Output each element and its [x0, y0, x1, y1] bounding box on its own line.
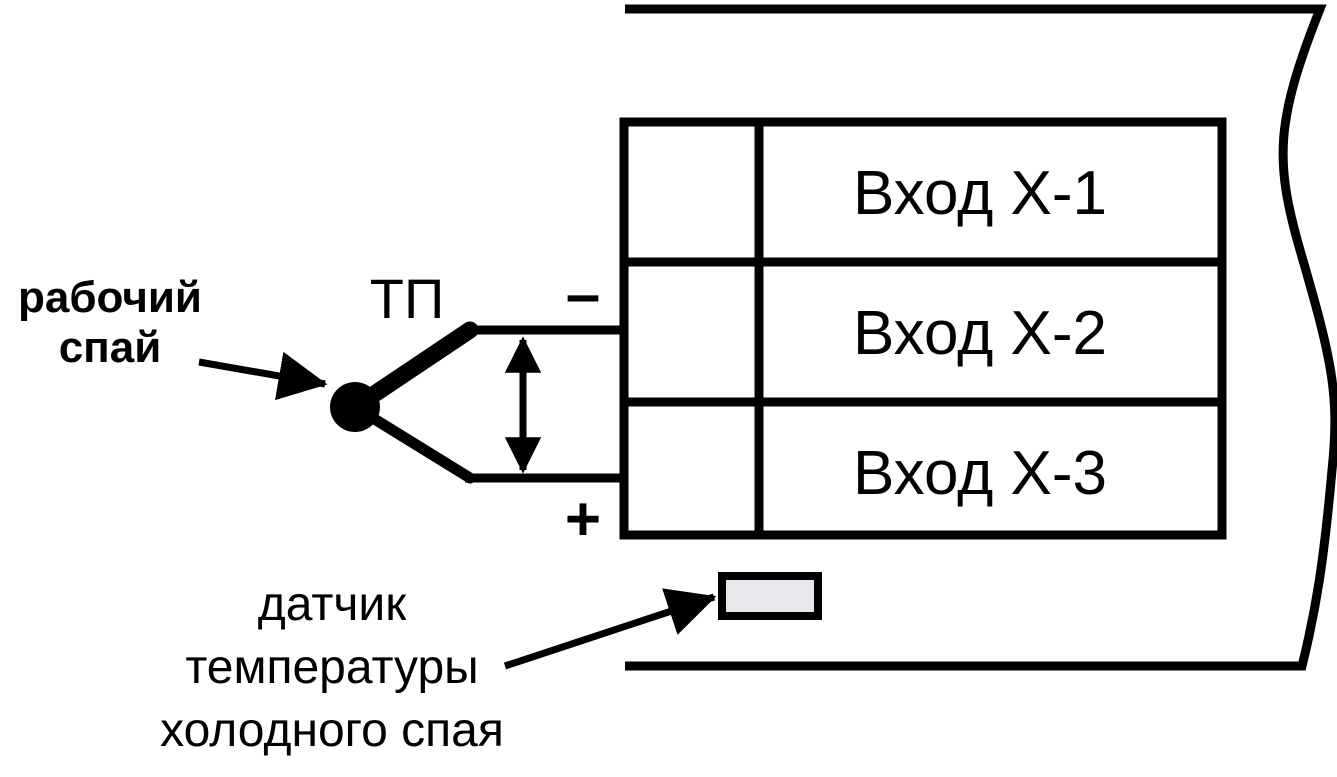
cold-junction-sensor-chip [718, 572, 822, 620]
thermocouple-label: ТП [370, 267, 444, 330]
device-outline [625, 4, 1337, 671]
cold-sensor-label-line2: температуры [185, 641, 478, 694]
cold-sensor-label-line1: датчик [258, 578, 407, 631]
cold-sensor-label-line3: холодного спая [160, 704, 504, 757]
hot-junction-label-line1: рабочий [18, 273, 202, 322]
thermocouple [330, 321, 628, 484]
device-body [625, 4, 1337, 671]
polarity-minus-label: – [566, 260, 600, 329]
hot-junction-arrow [198, 351, 328, 401]
hot-junction-callout: рабочий спай [18, 273, 328, 401]
terminal-table: Вход Х-1 Вход Х-2 Вход Х-3 [619, 117, 1227, 540]
cold-sensor-arrow [503, 588, 717, 670]
terminal-row-label-3: Вход Х-3 [853, 439, 1107, 508]
hot-junction-dot [330, 382, 380, 432]
hot-junction-label-line2: спай [59, 323, 162, 372]
cold-junction-callout: датчик температуры холодного спая [160, 578, 717, 757]
cold-junction-sensor [718, 572, 822, 620]
terminal-row-label-1: Вход Х-1 [853, 159, 1107, 228]
polarity-plus-label: + [565, 485, 601, 554]
terminal-row-label-2: Вход Х-2 [853, 299, 1107, 368]
